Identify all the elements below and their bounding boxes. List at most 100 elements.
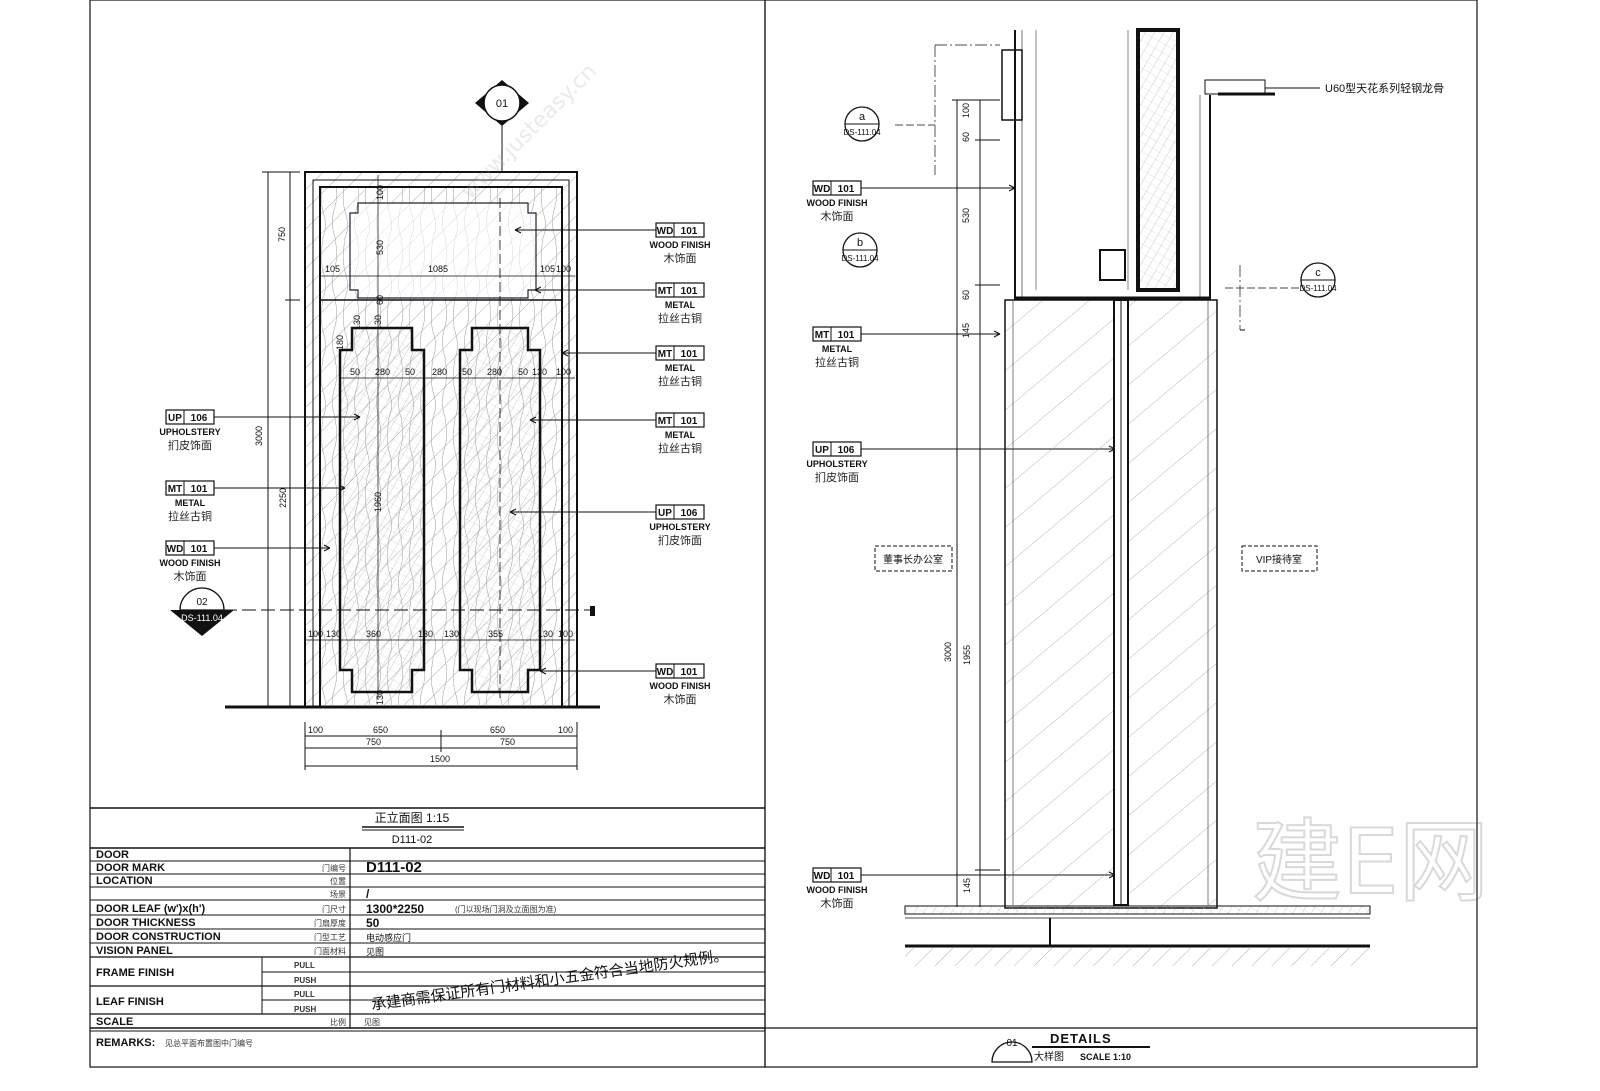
dim-2250: 2250 xyxy=(278,488,288,508)
dim-750: 750 xyxy=(366,737,381,747)
schedule-title: 正立面图 1:15 xyxy=(375,810,450,825)
row-label: VISION PANEL xyxy=(96,945,173,957)
dim-650: 650 xyxy=(490,725,505,735)
remarks-value: 见总平面布置图中门编号 xyxy=(165,1038,253,1048)
schedule-row: DOOR xyxy=(96,849,129,861)
dim-105b: 105 xyxy=(540,264,555,274)
tag-material: METAL xyxy=(665,430,696,440)
detail-title-block: 01 DETAILS 大样图 SCALE 1:10 xyxy=(765,1027,1477,1063)
tag-number: 101 xyxy=(191,544,208,555)
tag-number: 101 xyxy=(838,871,855,882)
dim-145: 145 xyxy=(962,878,972,893)
dim-3000: 3000 xyxy=(943,642,953,662)
door-elevation xyxy=(185,110,600,770)
callout-letter: c xyxy=(1315,267,1321,279)
dim-50: 50 xyxy=(405,367,415,377)
dim-50: 50 xyxy=(350,367,360,377)
dim-100: 100 xyxy=(308,629,323,639)
tag-code: MT xyxy=(658,349,672,360)
tag-number: 101 xyxy=(838,330,855,341)
tag-number: 106 xyxy=(681,508,698,519)
tag-material: WOOD FINISH xyxy=(160,558,221,568)
tag-material: UPHOLSTERY xyxy=(159,427,220,437)
dim-1085: 1085 xyxy=(428,264,448,274)
tag-number: 101 xyxy=(681,349,698,360)
tag-number: 101 xyxy=(681,286,698,297)
dim-280: 280 xyxy=(487,367,502,377)
dim-750: 750 xyxy=(277,227,287,242)
dim-130: 130 xyxy=(326,629,341,639)
tag-material-cn: 扪皮饰面 xyxy=(168,438,212,452)
watermark-logo: 建E网 xyxy=(1252,810,1489,915)
room-label-left: 董事长办公室 xyxy=(883,553,943,566)
remarks-label: REMARKS: xyxy=(96,1037,155,1049)
tag-number: 101 xyxy=(681,667,698,678)
dim-280: 280 xyxy=(375,367,390,377)
dim-100: 100 xyxy=(558,629,573,639)
tag-number: 101 xyxy=(191,484,208,495)
dim-750: 750 xyxy=(500,737,515,747)
right-sheet-border xyxy=(764,0,1478,1068)
row-label: DOOR LEAF (w')x(h') xyxy=(96,903,205,915)
callout-reference: DS-111.04 xyxy=(843,128,881,137)
dim-top-530: 530 xyxy=(375,240,385,255)
marker-reference: DS-111.04 xyxy=(181,613,223,623)
detail-dimensions: 100 60 530 60 145 3000 1955 145 xyxy=(943,103,972,893)
detail-callout[interactable]: cDS-111.04 xyxy=(1299,262,1337,298)
tag-material: WOOD FINISH xyxy=(650,240,711,250)
tag-code: WD xyxy=(657,667,674,678)
scale-value: 见图 xyxy=(364,1018,380,1027)
detail-callout[interactable]: bDS-111.04 xyxy=(841,232,879,268)
dim-355: 355 xyxy=(488,629,503,639)
glass-partition xyxy=(1136,28,1180,292)
dim-50: 50 xyxy=(462,367,472,377)
tag-material: UPHOLSTERY xyxy=(806,459,867,469)
tag-material-cn: 木饰面 xyxy=(664,251,697,265)
dim-100: 100 xyxy=(558,725,573,735)
dim-v130b: 130 xyxy=(352,315,362,330)
dim-100: 100 xyxy=(556,367,571,377)
dim-v130c: 130 xyxy=(375,690,385,705)
detail-number: 01 xyxy=(1006,1038,1018,1049)
row-label-cn: 门型工艺 xyxy=(314,932,346,942)
section-marker-01: 01 xyxy=(475,80,529,126)
tag-material: METAL xyxy=(822,344,853,354)
dim-145: 145 xyxy=(961,323,971,338)
dim-60: 60 xyxy=(961,132,971,142)
dim-60: 60 xyxy=(961,290,971,300)
door-dimensions: 750 3000 2250 100 530 60 105 1085 105 10… xyxy=(254,185,573,764)
leaf-finish-label: LEAF FINISH xyxy=(96,996,164,1008)
scale-cn-label: 比例 xyxy=(330,1017,346,1027)
tag-code: WD xyxy=(657,226,674,237)
tag-material-cn: 木饰面 xyxy=(174,569,207,583)
tag-code: MT xyxy=(658,416,672,427)
upholstery-panel-left xyxy=(338,326,426,694)
dim-530: 530 xyxy=(961,208,971,223)
row-label-cn: 门编号 xyxy=(322,863,346,873)
tag-material: METAL xyxy=(175,498,206,508)
tag-code: WD xyxy=(167,544,184,555)
detail-scale: SCALE 1:10 xyxy=(1080,1052,1131,1062)
detail-section: 董事长办公室 VIP接待室 U60型天花系列轻钢龙骨 xyxy=(874,28,1444,966)
detail-callout[interactable]: aDS-111.04 xyxy=(843,106,881,142)
marker-number: 02 xyxy=(196,597,208,608)
row-label-cn: 场景 xyxy=(330,890,346,899)
row-value: 1300*2250 xyxy=(366,902,424,916)
row-value: / xyxy=(366,887,370,901)
tag-code: UP xyxy=(168,413,182,424)
leaf-push-label: PUSH xyxy=(294,1005,316,1014)
tag-material: WOOD FINISH xyxy=(807,198,868,208)
row-label: DOOR CONSTRUCTION xyxy=(96,931,221,943)
dim-50: 50 xyxy=(518,367,528,377)
row-label: DOOR xyxy=(96,849,129,861)
